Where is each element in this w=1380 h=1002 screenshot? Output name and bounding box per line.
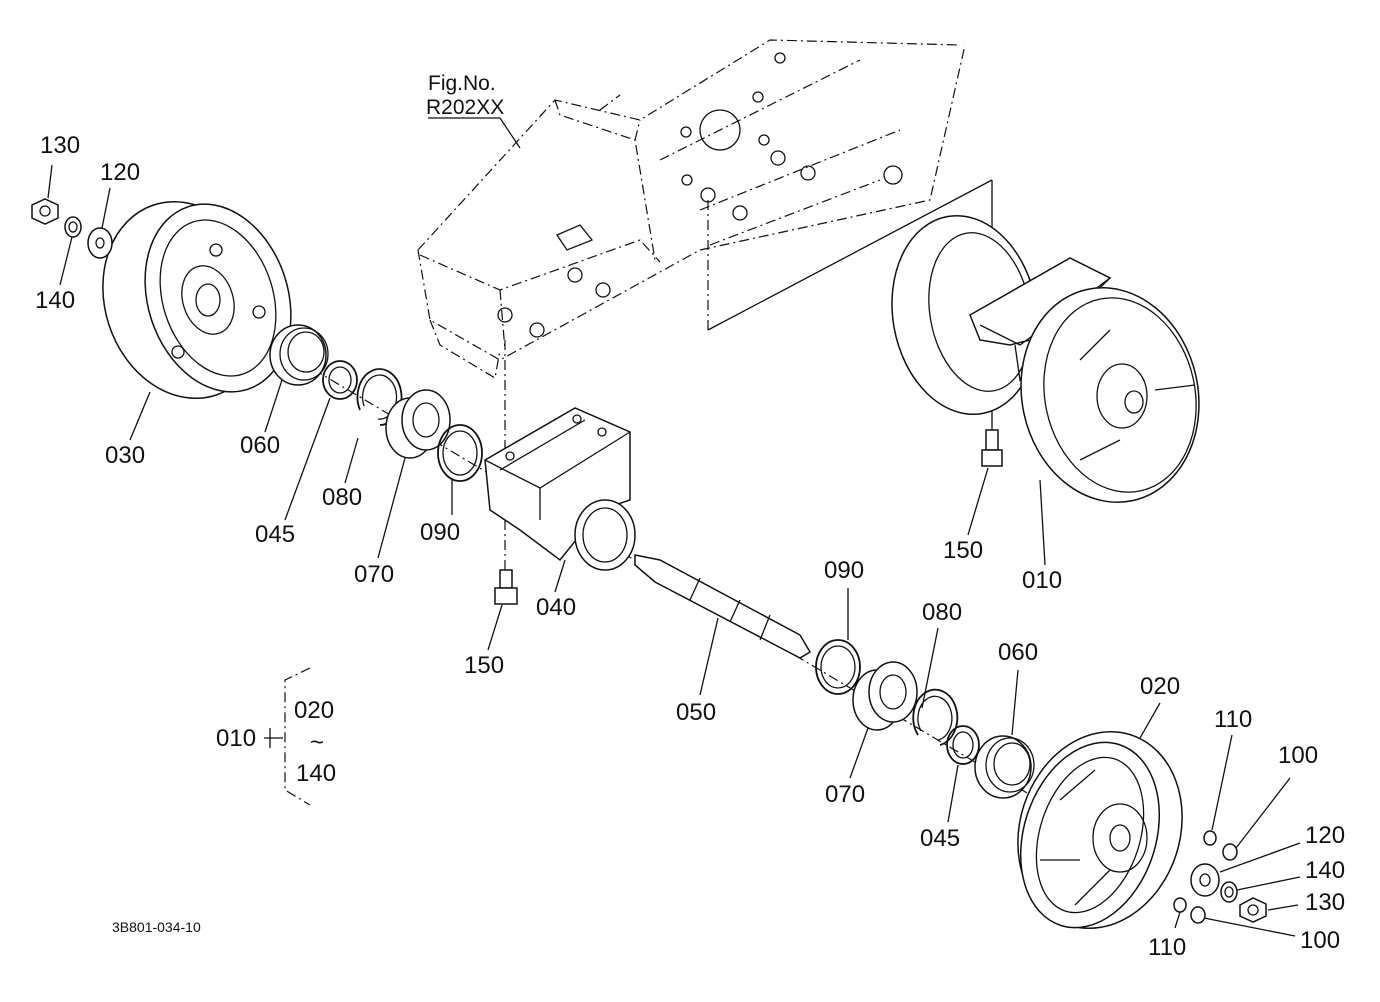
callout-050: 050 (676, 699, 716, 726)
callout-060-left: 060 (240, 432, 280, 459)
axle-shaft-050 (634, 554, 812, 659)
callout-100-bottom: 100 (1300, 927, 1340, 954)
callout-060-right: 060 (998, 639, 1038, 666)
callout-090-left: 090 (420, 519, 460, 546)
callout-030: 030 (105, 442, 145, 469)
nut-130-left (31, 198, 59, 225)
callout-100-top: 100 (1278, 742, 1318, 769)
nut-130-right (1239, 897, 1267, 923)
callout-040: 040 (536, 594, 576, 621)
assembly-sep: ~ (310, 729, 324, 756)
wheel-020 (1017, 730, 1183, 930)
frame-outline (417, 39, 966, 379)
callout-080-left: 080 (322, 484, 362, 511)
callout-150-right: 150 (943, 537, 983, 564)
callout-070-left: 070 (354, 561, 394, 588)
callout-140-left: 140 (35, 287, 75, 314)
washer-110-bottom (1173, 897, 1187, 913)
callout-110-bottom: 110 (1148, 934, 1186, 961)
ring-090-left (437, 424, 483, 482)
figure-ref-line1: Fig.No. (428, 72, 496, 95)
callout-070-right: 070 (825, 781, 865, 808)
washer-120-right (1190, 863, 1220, 897)
bolt-100-bottom (1190, 906, 1206, 924)
oil-seal-060-right (974, 735, 1035, 799)
callout-120-left: 120 (100, 159, 140, 186)
bearing-070-left (385, 389, 451, 459)
lock-washer-140-right (1220, 881, 1238, 903)
callout-130-left: 130 (40, 132, 80, 159)
bolt-100-top (1222, 843, 1238, 861)
frame-nut (497, 150, 816, 338)
callout-120-right: 120 (1305, 822, 1345, 849)
callout-045-right: 045 (920, 825, 960, 852)
callout-130-right: 130 (1305, 889, 1345, 916)
figure-ref-line2: R202XX (426, 96, 504, 119)
callout-010: 010 (1022, 567, 1062, 594)
bearing-070-right (852, 661, 918, 731)
callout-090-right: 090 (824, 557, 864, 584)
ring-090-right (815, 639, 861, 695)
oil-seal-060-left (269, 324, 329, 386)
ring-045-right (946, 725, 980, 765)
callout-080-right: 080 (922, 599, 962, 626)
assembly-to: 140 (296, 760, 336, 787)
callout-140-right: 140 (1305, 857, 1345, 884)
callout-150-left: 150 (464, 652, 504, 679)
wheel-assembly-010 (891, 214, 1200, 503)
bolt-150-right (981, 429, 1003, 467)
snap-ring-080-right (912, 688, 959, 746)
assembly-parent: 010 (216, 725, 256, 752)
drawing-code: 3B801-034-10 (112, 919, 201, 935)
bolt-150-left (494, 569, 518, 605)
assembly-note (264, 667, 311, 806)
washer-110-top (1203, 830, 1217, 846)
callout-020: 020 (1140, 673, 1180, 700)
assembly-from: 020 (294, 697, 334, 724)
housing-040 (484, 407, 636, 571)
washer-120-left (87, 227, 113, 259)
ring-045-left (322, 360, 358, 400)
callout-110-top: 110 (1214, 706, 1252, 733)
lock-washer-140-left (64, 216, 82, 238)
wheel-030 (102, 200, 292, 400)
leader-lines (47, 117, 1301, 937)
callout-045-left: 045 (255, 521, 295, 548)
